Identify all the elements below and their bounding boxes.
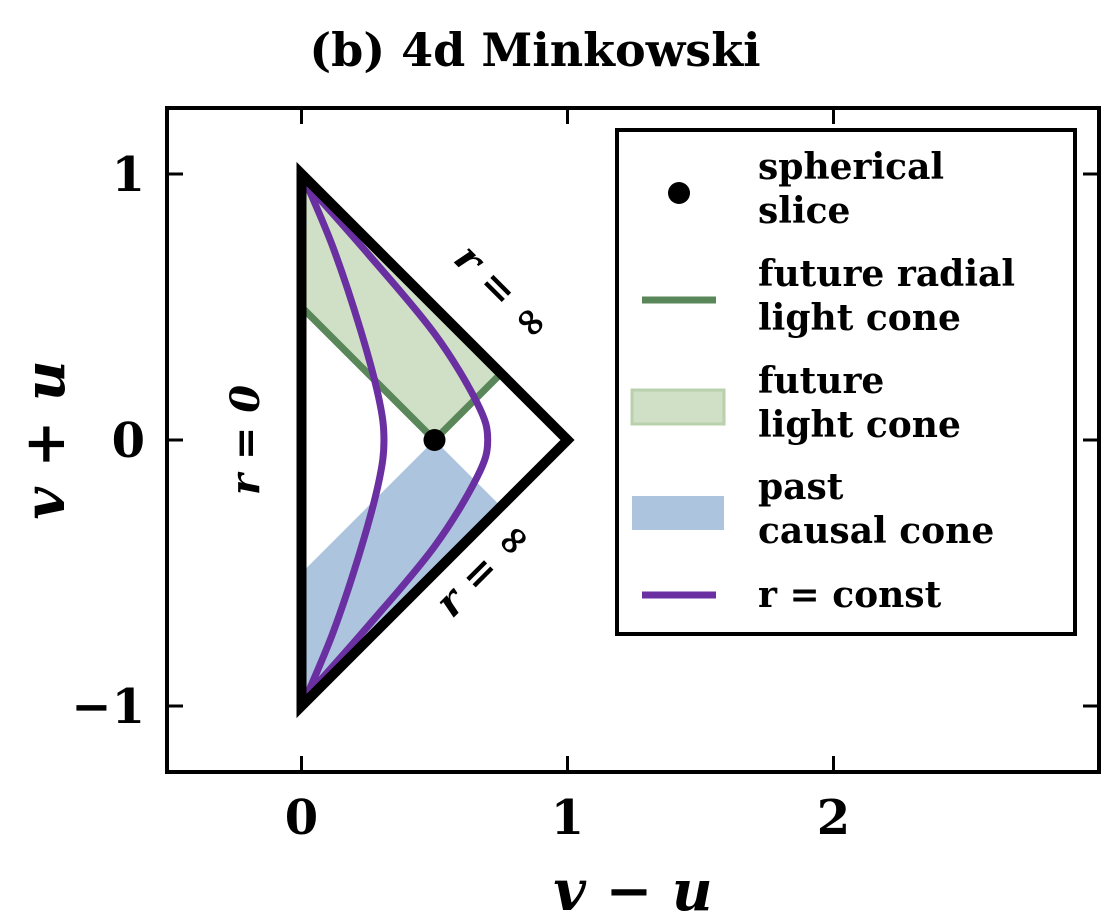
y-tick-label-1: 0 — [112, 413, 145, 469]
legend-r-const-label: r = const — [758, 574, 942, 616]
past-causal-cone-region — [301, 440, 501, 706]
legend-past-causal-cone-label-line1: past — [758, 466, 844, 508]
x-tick-label-2: 2 — [817, 790, 850, 846]
legend-frame — [615, 128, 1077, 636]
chart-title: (b) 4d Minkowski — [309, 23, 760, 77]
spherical-slice-marker — [423, 429, 446, 451]
legend-future-radial-light-cone-label-line1: future radial — [758, 253, 1015, 295]
legend-future-light-cone-label-line1: future — [758, 360, 884, 402]
x-axis-label: v − u — [553, 858, 712, 919]
legend-past-causal-cone-swatch — [632, 496, 724, 530]
penrose-boundary — [296, 161, 575, 719]
legend-future-light-cone-label-line2: light cone — [758, 404, 961, 446]
ticks-layer: 0 1 2 1 0 −1 — [71, 108, 1099, 846]
y-axis-label: v + u — [12, 360, 78, 519]
legend-spherical-slice-label-line2: slice — [758, 190, 850, 232]
r-const-line-1 — [303, 183, 388, 697]
x-tick-label-1: 1 — [551, 790, 584, 846]
legend-spherical-slice-swatch — [668, 182, 690, 204]
boundary-layer — [296, 161, 575, 719]
legend-spherical-slice-label-line1: spherical — [758, 146, 944, 188]
y-tick-label-2: −1 — [71, 679, 145, 735]
annotation-0: r = 0 — [222, 385, 269, 495]
legend-future-radial-light-cone-label-line2: light cone — [758, 297, 961, 339]
y-tick-label-0: 1 — [112, 147, 145, 203]
plot-area: r = 0r = ∞r = ∞ — [222, 161, 575, 719]
legend-future-light-cone-swatch — [630, 388, 726, 426]
points-layer — [423, 429, 446, 451]
r-const-line-2 — [304, 182, 492, 698]
x-tick-label-0: 0 — [285, 790, 318, 846]
legend-past-causal-cone-label-line2: causal cone — [758, 510, 994, 552]
